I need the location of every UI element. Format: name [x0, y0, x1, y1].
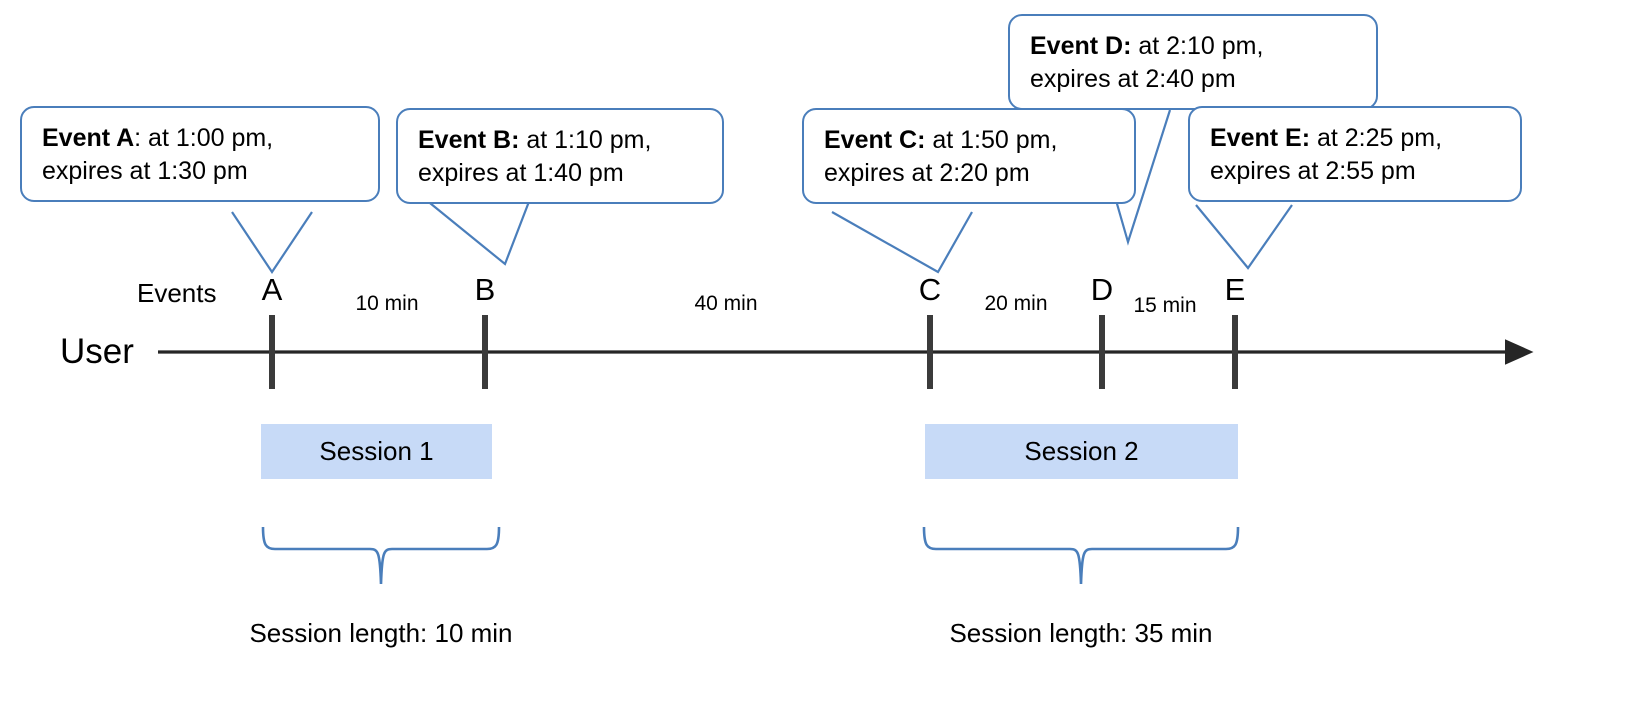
callout-event-d-title: Event D:: [1030, 32, 1132, 60]
callout-event-b-line2: expires at 1:40 pm: [418, 159, 624, 187]
callout-tail-e: [1195, 204, 1293, 270]
callout-event-a-title: Event A: [42, 124, 135, 152]
callout-event-c[interactable]: Event C: at 1:50 pm, expires at 2:20 pm: [802, 108, 1136, 204]
gap-label-d-e: 15 min: [1133, 294, 1197, 317]
callout-event-e[interactable]: Event E: at 2:25 pm, expires at 2:55 pm: [1188, 106, 1522, 202]
event-letter-e: E: [1224, 272, 1246, 307]
session-length-2: Session length: 35 min: [949, 618, 1213, 648]
event-letter-b: B: [474, 272, 496, 307]
callout-event-e-title: Event E:: [1210, 124, 1311, 152]
session-2-brace: [922, 526, 1240, 585]
event-letter-c: C: [918, 272, 942, 307]
session-length-1: Session length: 10 min: [249, 618, 513, 648]
gap-label-b-c: 40 min: [694, 292, 758, 315]
callout-event-c-time: at 1:50 pm,: [925, 126, 1058, 154]
session-box-1[interactable]: Session 1: [261, 424, 492, 479]
callout-event-c-line1: Event C: at 1:50 pm,: [824, 124, 1116, 157]
gap-label-c-d: 20 min: [984, 292, 1048, 315]
callout-event-a-time: : at 1:00 pm,: [134, 124, 274, 152]
event-letter-d: D: [1090, 272, 1114, 307]
callout-tail-c: [831, 211, 973, 274]
callout-event-a[interactable]: Event A: at 1:00 pm, expires at 1:30 pm: [20, 106, 380, 202]
callout-event-a-line1: Event A: at 1:00 pm,: [42, 122, 360, 155]
axis-label-events: Events: [137, 278, 217, 308]
session-1-brace: [261, 526, 501, 585]
callout-event-b-line1: Event B: at 1:10 pm,: [418, 124, 704, 157]
callout-event-d-line2: expires at 2:40 pm: [1030, 65, 1236, 93]
callout-event-c-title: Event C:: [824, 126, 926, 154]
callout-event-d-time: at 2:10 pm,: [1131, 32, 1264, 60]
callout-event-c-line2: expires at 2:20 pm: [824, 159, 1030, 187]
callout-event-b-title: Event B:: [418, 126, 520, 154]
callout-event-e-line1: Event E: at 2:25 pm,: [1210, 122, 1502, 155]
axis-label-user: User: [60, 332, 134, 371]
callout-tail-a: [231, 211, 313, 274]
event-letter-a: A: [261, 272, 283, 307]
gap-label-a-b: 10 min: [355, 292, 419, 315]
callout-event-a-line2: expires at 1:30 pm: [42, 157, 248, 185]
callout-event-d-line1: Event D: at 2:10 pm,: [1030, 30, 1358, 63]
callout-event-d[interactable]: Event D: at 2:10 pm, expires at 2:40 pm: [1008, 14, 1378, 110]
callout-event-b-time: at 1:10 pm,: [519, 126, 652, 154]
session-box-2[interactable]: Session 2: [925, 424, 1238, 479]
callout-event-e-time: at 2:25 pm,: [1310, 124, 1443, 152]
callout-tail-b: [424, 198, 532, 266]
callout-event-e-line2: expires at 2:55 pm: [1210, 157, 1416, 185]
callout-event-b[interactable]: Event B: at 1:10 pm, expires at 1:40 pm: [396, 108, 724, 204]
